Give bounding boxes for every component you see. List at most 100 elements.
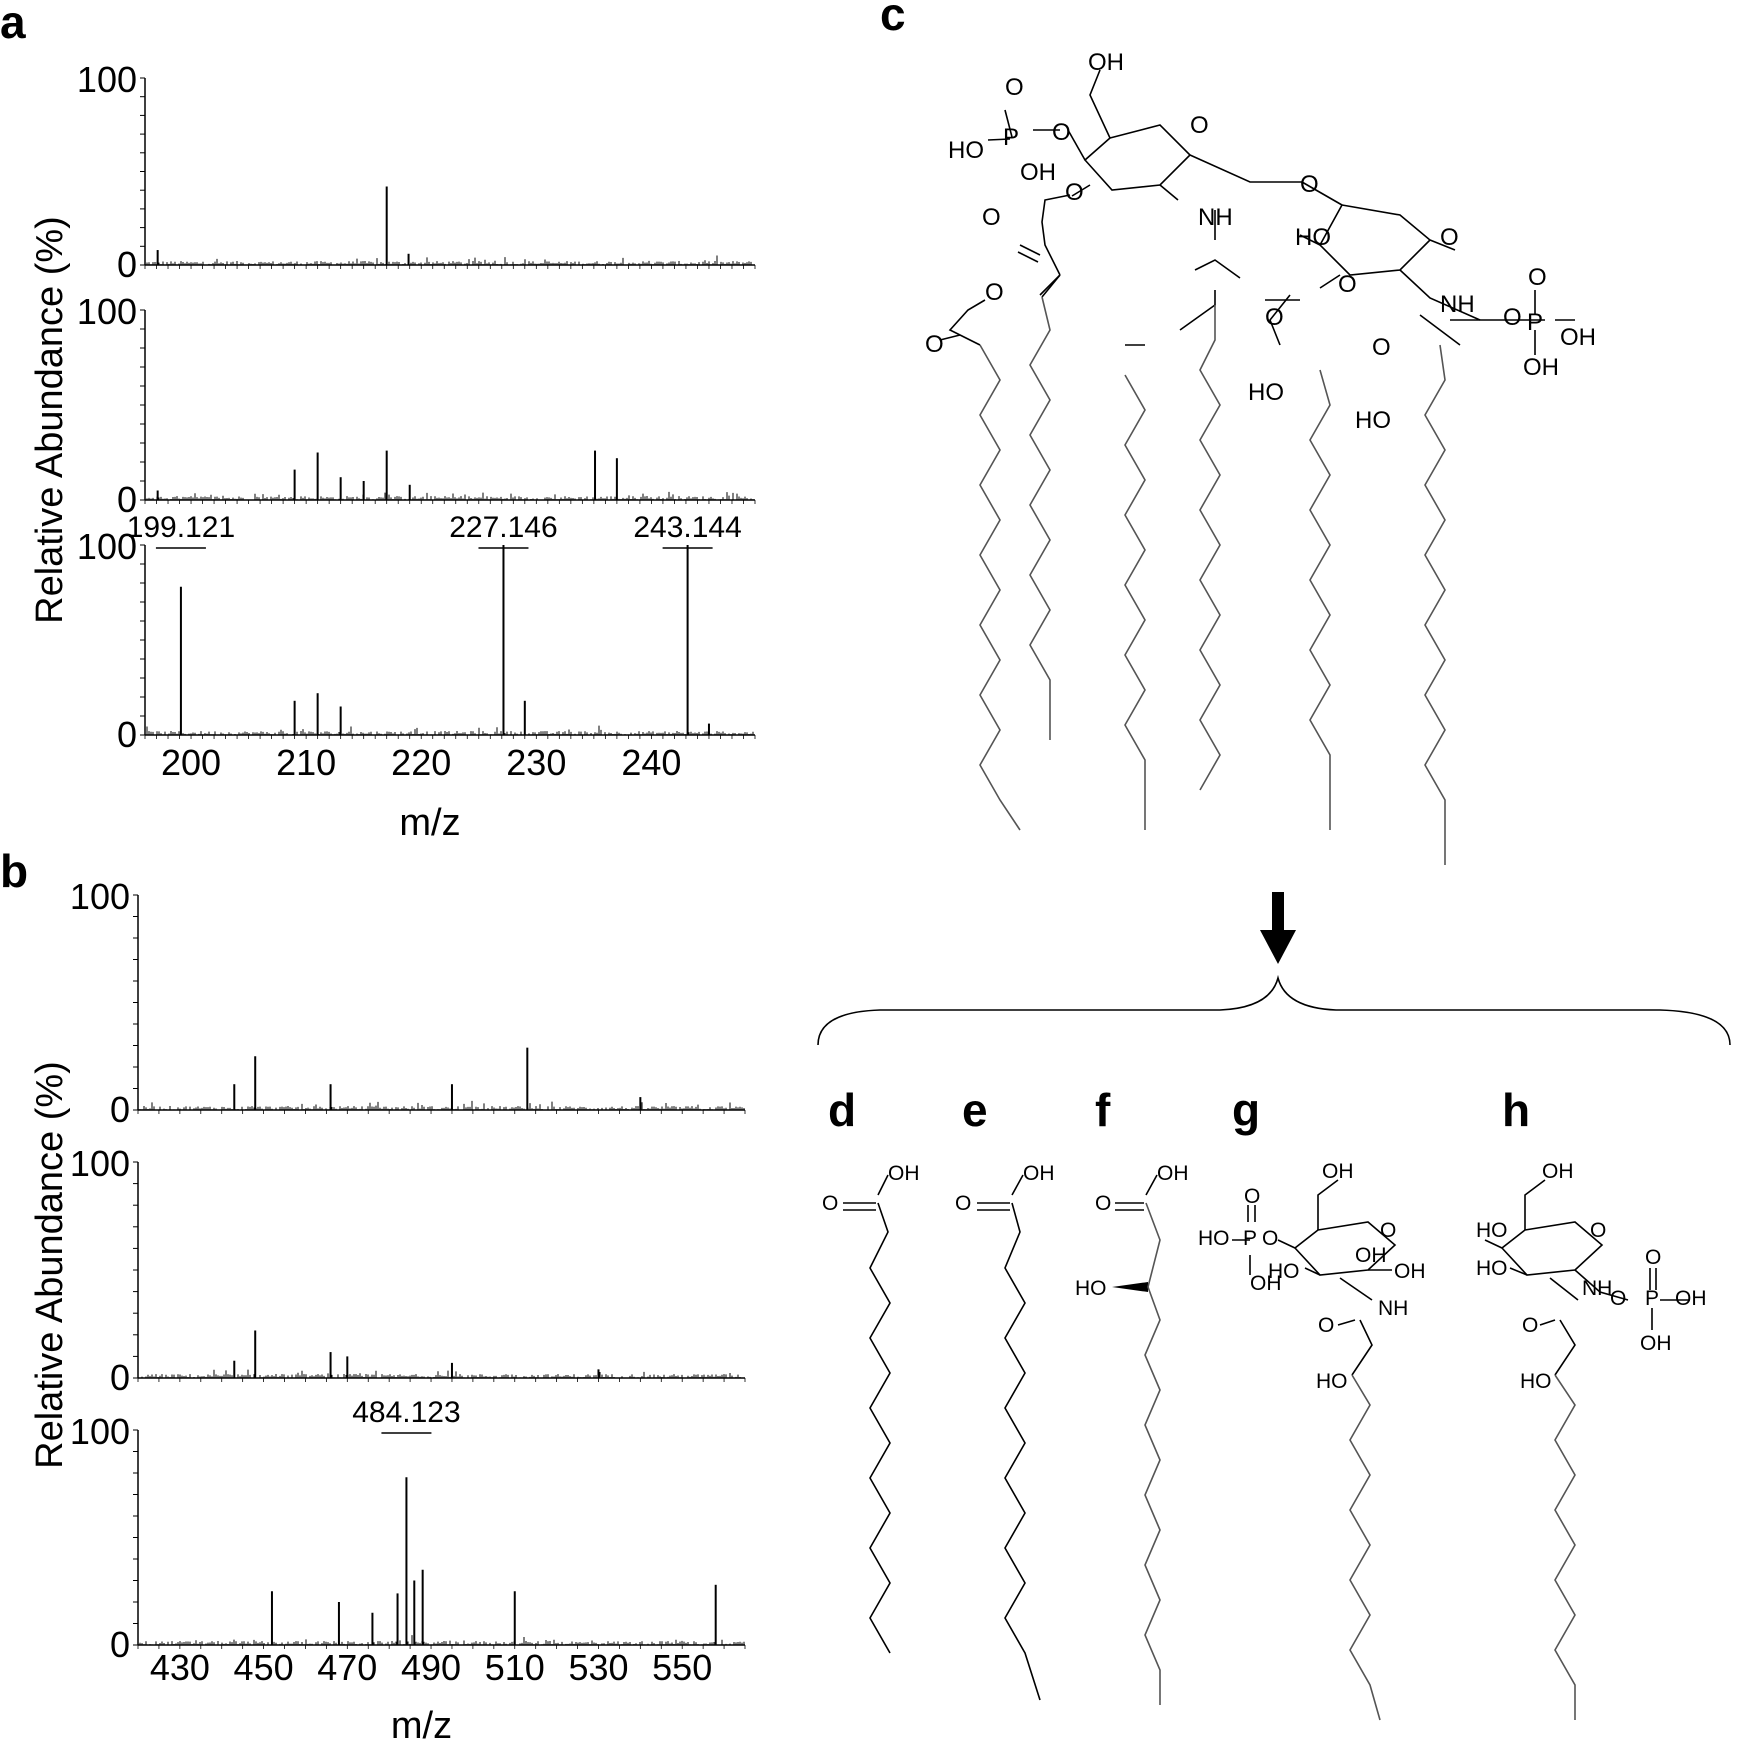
- atom-label: OH: [1355, 1244, 1387, 1267]
- panel-label-d: d: [828, 1084, 856, 1136]
- y-tick-label: 100: [77, 526, 137, 567]
- atom-label: O: [1440, 224, 1459, 251]
- atom-label: OH: [888, 1162, 920, 1185]
- atom-label: OH: [1157, 1162, 1189, 1185]
- x-tick-label: 430: [150, 1647, 210, 1688]
- atom-label: O: [1590, 1219, 1606, 1242]
- atom-label: O: [1522, 1314, 1538, 1337]
- y-tick-label: 0: [110, 1357, 130, 1398]
- atom-label: HO: [1355, 407, 1391, 434]
- acyl-chain-2: [1029, 296, 1051, 740]
- atom-label: HO: [1248, 379, 1284, 406]
- atom-label: O: [1372, 334, 1391, 361]
- peak-label: 243.144: [633, 511, 741, 544]
- atom-label: NH: [1378, 1297, 1408, 1320]
- noise-trace: [144, 725, 754, 735]
- atom-label: O: [1265, 304, 1284, 331]
- structure-f: OH O HO: [1075, 1162, 1189, 1705]
- panel-label-a: a: [0, 0, 26, 48]
- y-tick-label: 100: [70, 1411, 130, 1452]
- y-tick-label: 100: [70, 876, 130, 917]
- atom-label: O: [1065, 179, 1084, 206]
- x-tick-label: 470: [317, 1647, 377, 1688]
- atom-label: O: [1503, 304, 1522, 331]
- atom-label: O: [1610, 1287, 1626, 1310]
- atom-label: OH: [1250, 1272, 1282, 1295]
- atom-label: OH: [1560, 324, 1596, 351]
- atom-label: P: [1645, 1287, 1659, 1310]
- atom-label: OH: [1088, 49, 1124, 76]
- peak-label: 484.123: [352, 1396, 460, 1429]
- acyl-chain-3: [1124, 374, 1146, 830]
- structure-h: OH HO O HO NH O O P OH OH O HO: [1476, 1160, 1707, 1720]
- atom-label: HO: [1075, 1277, 1107, 1300]
- atom-label: P: [1527, 309, 1543, 336]
- noise-trace: [144, 255, 754, 265]
- atom-label: O: [1052, 119, 1071, 146]
- atom-label: OH: [1023, 1162, 1055, 1185]
- x-tick-label: 200: [161, 742, 221, 783]
- x-tick-label: 530: [568, 1647, 628, 1688]
- atom-label: O: [1318, 1314, 1334, 1337]
- product-brace: [817, 974, 1731, 1046]
- atom-label: HO: [1198, 1227, 1230, 1250]
- y-tick-label: 0: [117, 479, 137, 520]
- atom-label: OH: [1523, 354, 1559, 381]
- atom-label: OH: [1542, 1160, 1574, 1183]
- x-tick-label: 550: [652, 1647, 712, 1688]
- panel-label-e: e: [962, 1084, 988, 1136]
- atom-label: HO: [1295, 224, 1331, 251]
- noise-trace: [144, 491, 754, 500]
- atom-label: P: [1243, 1227, 1257, 1250]
- atom-label: HO: [948, 137, 984, 164]
- x-tick-label: 510: [485, 1647, 545, 1688]
- atom-label: O: [1262, 1227, 1278, 1250]
- y-tick-label: 0: [117, 244, 137, 285]
- atom-label: O: [1005, 74, 1024, 101]
- acyl-chain-6: [1424, 344, 1446, 865]
- atom-label: O: [1190, 112, 1209, 139]
- atom-label: OH: [1020, 159, 1056, 186]
- acyl-chain-1: [979, 344, 1021, 831]
- x-axis-title: m/z: [391, 1705, 452, 1744]
- y-axis-title: Relative Abundance (%): [29, 1061, 71, 1469]
- y-tick-label: 0: [117, 714, 137, 755]
- atom-label: O: [1338, 271, 1357, 298]
- atom-label: O: [1528, 264, 1547, 291]
- atom-label: O: [822, 1192, 838, 1215]
- atom-label: NH: [1582, 1277, 1612, 1300]
- x-tick-label: 450: [234, 1647, 294, 1688]
- acyl-chain-5: [1309, 369, 1331, 830]
- x-axis-title: m/z: [399, 802, 460, 844]
- y-tick-label: 100: [77, 59, 137, 100]
- glcn-ring-bottom: [1265, 181, 1575, 355]
- atom-label: OH: [1640, 1332, 1672, 1355]
- atom-label: HO: [1268, 1260, 1300, 1283]
- atom-label: P: [1003, 124, 1019, 151]
- y-tick-label: 100: [70, 1143, 130, 1184]
- atom-label: O: [1645, 1246, 1661, 1269]
- panel-label-b: b: [0, 845, 28, 897]
- panel-label-c: c: [880, 0, 906, 40]
- atom-label: O: [955, 1192, 971, 1215]
- panel-label-h: h: [1502, 1084, 1530, 1136]
- acyl-chain-4: [1199, 305, 1221, 791]
- atom-label: OH: [1322, 1160, 1354, 1183]
- noise-trace: [137, 1369, 745, 1378]
- glcn-ring-top: [939, 69, 1302, 346]
- atom-label: O: [982, 204, 1001, 231]
- atom-label: O: [1380, 1219, 1396, 1242]
- atom-label: NH: [1440, 291, 1475, 318]
- atom-label: O: [925, 331, 944, 358]
- atom-label: HO: [1316, 1370, 1348, 1393]
- panel-label-g: g: [1232, 1084, 1260, 1136]
- atom-label: HO: [1520, 1370, 1552, 1393]
- peak-label: 199.121: [127, 511, 235, 544]
- atom-label: HO: [1476, 1219, 1508, 1242]
- lipid-a-structure: OH O P HO OH O O O NH O O O O HO O O NH …: [925, 49, 1596, 865]
- atom-label: HO: [1476, 1257, 1508, 1280]
- noise-trace: [137, 1635, 745, 1645]
- y-tick-label: 0: [110, 1089, 130, 1130]
- structure-g: OH O P HO O OH OH O HO OH NH O HO: [1198, 1160, 1426, 1721]
